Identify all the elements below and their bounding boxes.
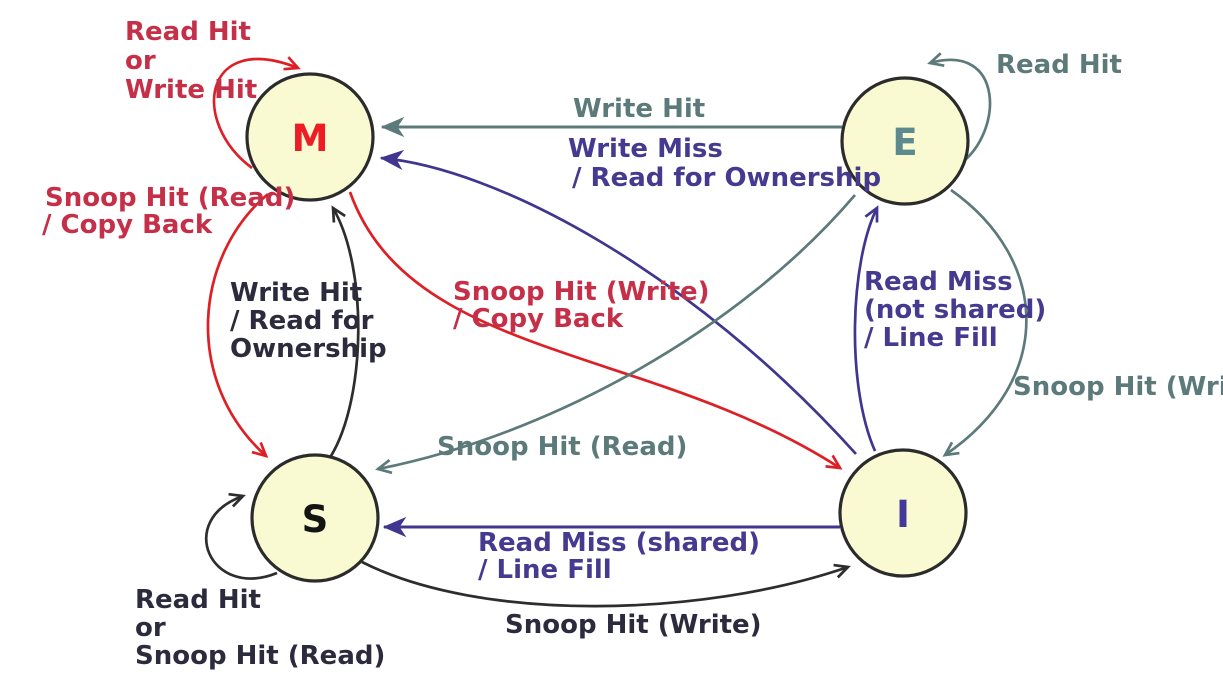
arrow-e-to-s	[375, 194, 857, 475]
transition-label-line: Snoop Hit (Write)	[1013, 372, 1223, 402]
state-circle-s	[250, 453, 380, 583]
transition-label-line: / Copy Back	[42, 210, 213, 240]
label-m-to-s: Snoop Hit (Read) / Copy Back	[42, 183, 295, 240]
transition-label-line: (not shared)	[864, 295, 1046, 325]
transition-label-line: or	[125, 46, 156, 76]
label-s-self-loop: Read Hit or Snoop Hit (Read)	[135, 585, 385, 671]
state-circle-m	[245, 72, 375, 202]
transition-label-line: Snoop Hit (Write)	[505, 610, 762, 640]
transition-label-line: Write Miss	[568, 134, 723, 164]
transition-label-line: / Line Fill	[864, 323, 998, 353]
label-m-self-loop: Read Hit or Write Hit	[125, 17, 257, 105]
state-label-s: S	[302, 498, 329, 541]
label-i-to-e: Read Miss (not shared) / Line Fill	[864, 267, 1046, 353]
arrow-m-to-i	[348, 191, 843, 470]
transition-label-line: / Copy Back	[453, 304, 624, 334]
arrow-e-self-loop	[927, 52, 992, 166]
label-s-to-i: Snoop Hit (Write)	[505, 610, 762, 640]
transition-label-line: / Read for	[230, 306, 374, 336]
label-s-to-m: Write Hit / Read for Ownership	[230, 278, 387, 364]
arrow-e-to-i	[942, 188, 1028, 457]
label-e-to-m: Write Hit	[573, 94, 705, 124]
transition-label-line: / Read for Ownership	[572, 163, 881, 193]
transition-label-line: or	[135, 613, 166, 643]
state-circle-i	[838, 448, 968, 578]
arrow-s-self-loop	[204, 492, 278, 580]
label-i-to-m: Write Miss / Read for Ownership	[568, 134, 881, 193]
state-node-m: M	[245, 72, 375, 202]
state-label-m: M	[292, 117, 329, 160]
label-m-to-i: Snoop Hit (Write) / Copy Back	[453, 277, 710, 334]
label-e-to-s: Snoop Hit (Read)	[437, 432, 687, 462]
state-label-e: E	[892, 121, 917, 164]
transition-label-line: Snoop Hit (Read)	[45, 183, 295, 213]
transition-label-line: Ownership	[230, 334, 387, 364]
state-node-i: I	[838, 448, 968, 578]
arrow-i-to-e	[853, 205, 879, 452]
transition-label-line: Read Miss	[864, 267, 1013, 297]
transition-label-line: Snoop Hit (Read)	[135, 641, 385, 671]
arrow-s-to-m	[329, 205, 360, 457]
state-node-s: S	[250, 453, 380, 583]
label-e-to-i: Snoop Hit (Write)	[1013, 372, 1223, 402]
state-label-i: I	[896, 493, 910, 536]
transition-label-line: Read Hit	[996, 50, 1122, 80]
arrow-s-to-i	[361, 560, 851, 608]
transition-label-line: Snoop Hit (Read)	[437, 432, 687, 462]
transition-label-line: Read Miss (shared)	[478, 528, 760, 558]
label-i-to-s: Read Miss (shared) / Line Fill	[478, 528, 760, 585]
state-circle-e	[840, 76, 970, 206]
state-node-e: E	[840, 76, 970, 206]
arrow-i-to-m	[379, 149, 858, 455]
label-e-self-loop: Read Hit	[996, 50, 1122, 80]
transition-label-line: Read Hit	[135, 585, 261, 615]
transition-label-line: Read Hit	[125, 17, 251, 47]
arrow-m-self-loop	[212, 56, 301, 170]
transition-label-line: Write Hit	[573, 94, 705, 124]
arrow-m-to-s	[206, 192, 269, 459]
transition-label-line: / Line Fill	[478, 555, 612, 585]
transition-label-line: Write Hit	[125, 75, 257, 105]
transition-label-line: Write Hit	[230, 278, 362, 308]
transition-label-line: Snoop Hit (Write)	[453, 277, 710, 307]
